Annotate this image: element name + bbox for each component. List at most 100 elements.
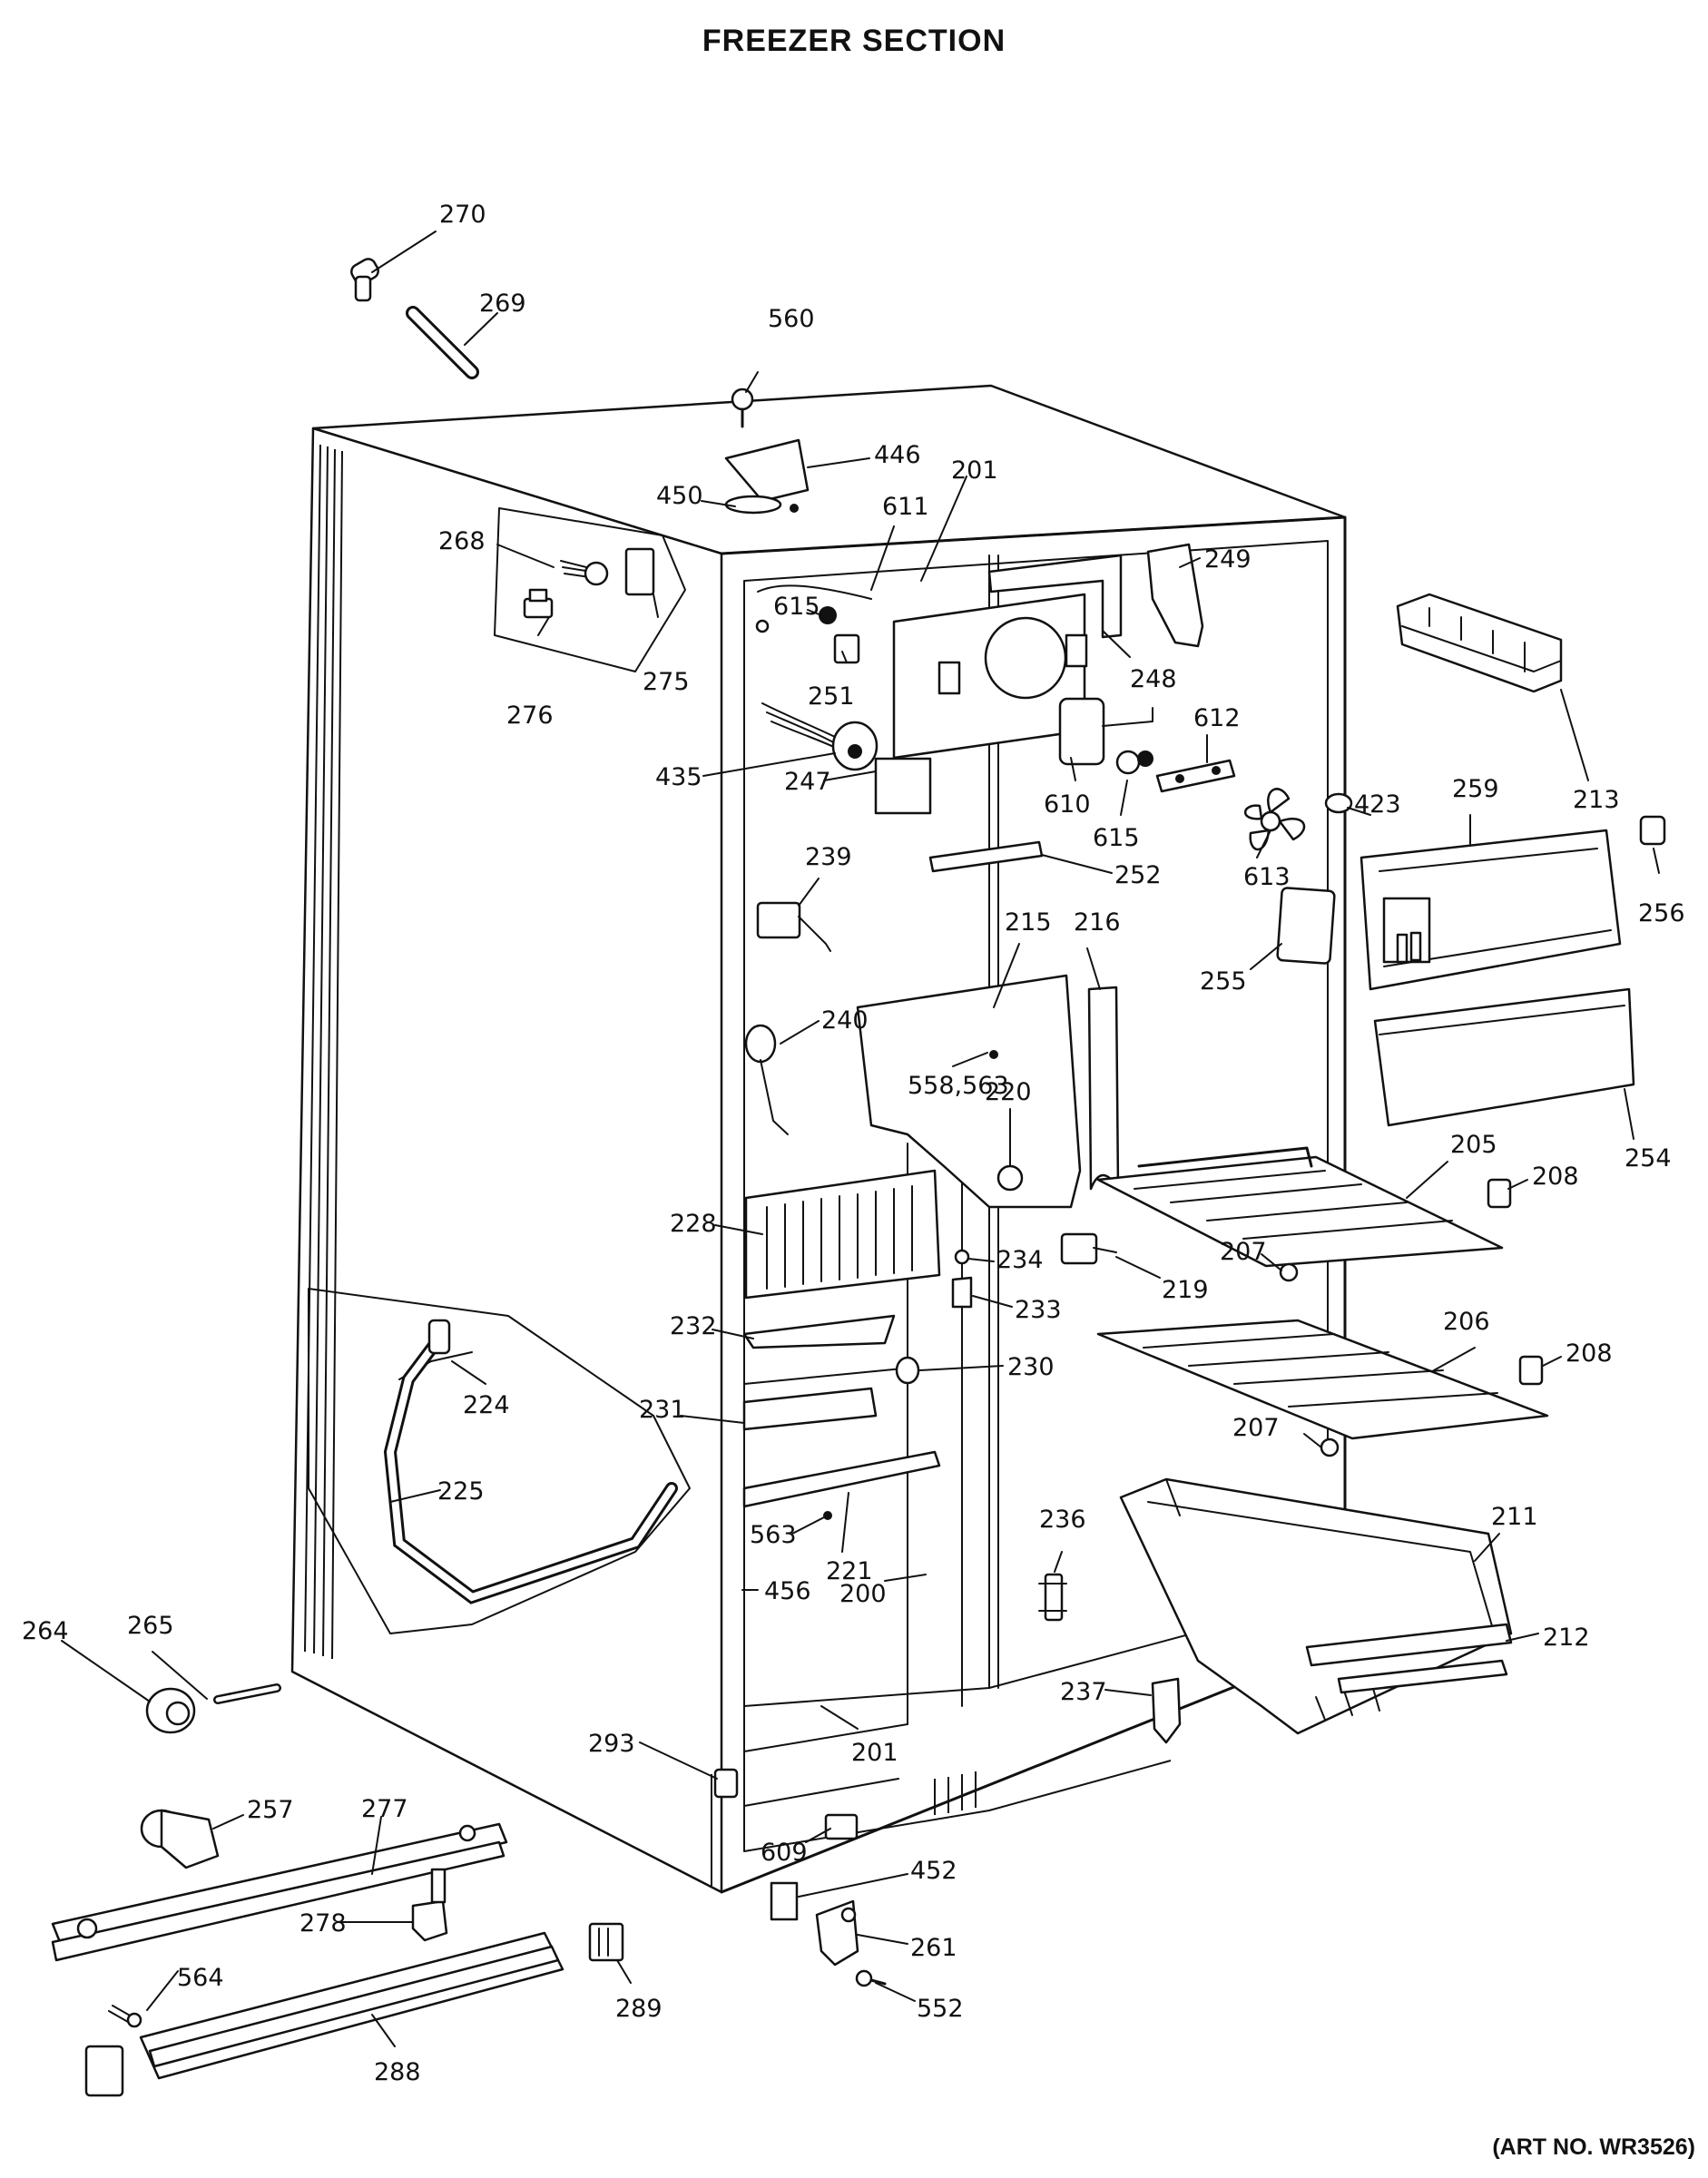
part-label: 231 <box>639 1396 686 1424</box>
part-drawing-233 <box>951 1276 973 1309</box>
part-label: 278 <box>299 1909 347 1938</box>
part-label: 268 <box>438 527 486 555</box>
part-label: 435 <box>655 763 702 791</box>
part-drawing-254 <box>1373 987 1635 1127</box>
part-label: 446 <box>874 441 921 469</box>
part-label: 564 <box>177 1964 224 1992</box>
part-label: 211 <box>1491 1503 1538 1531</box>
part-drawing-610 <box>1058 697 1153 766</box>
part-label: 201 <box>951 456 998 485</box>
part-drawing-261 <box>815 1899 859 1967</box>
part-drawing-208 <box>1487 1178 1544 1386</box>
part-label: 289 <box>615 1995 663 2023</box>
part-drawing-231 <box>742 1387 878 1431</box>
part-drawing-252 <box>928 840 1044 873</box>
part-drawing-264 <box>145 1687 196 1734</box>
part-drawing-212 <box>1305 1623 1513 1694</box>
part-drawing-219 <box>1060 1232 1117 1265</box>
part-drawing-248 <box>987 554 1123 639</box>
part-drawing-452 <box>770 1881 799 1921</box>
part-label: 452 <box>910 1857 957 1885</box>
part-drawing-259 <box>1360 829 1622 991</box>
part-drawing-269 <box>406 306 479 379</box>
part-drawing-288 <box>84 1931 564 2097</box>
part-label: 207 <box>1220 1238 1267 1266</box>
part-drawing-257 <box>140 1809 220 1869</box>
part-drawing-564 <box>108 2005 142 2028</box>
part-drawing-205 <box>1096 1146 1504 1268</box>
part-label: 247 <box>784 768 831 796</box>
part-drawing-265 <box>213 1683 281 1704</box>
part-label: 252 <box>1114 861 1162 889</box>
part-label: 264 <box>22 1617 69 1645</box>
part-label: 220 <box>985 1078 1032 1106</box>
part-label: 207 <box>1232 1414 1280 1442</box>
part-drawing-560 <box>731 388 754 428</box>
part-drawing-446 <box>724 438 810 515</box>
part-label: 232 <box>670 1312 717 1340</box>
part-drawing-249 <box>1146 543 1204 648</box>
part-label: 270 <box>439 201 486 229</box>
part-drawing-237 <box>1151 1677 1182 1744</box>
part-drawing-611 <box>755 584 872 633</box>
part-label: 563 <box>750 1521 797 1549</box>
part-drawing-230 <box>743 1356 920 1385</box>
part-label: 615 <box>773 593 820 621</box>
part-drawing-289 <box>588 1922 624 1962</box>
part-drawing-552 <box>855 1969 887 1987</box>
page-title: FREEZER SECTION <box>702 24 1006 58</box>
part-label: 208 <box>1532 1163 1579 1191</box>
part-drawing-247 <box>874 593 1088 815</box>
part-label: 216 <box>1074 908 1121 937</box>
part-label: 249 <box>1204 545 1252 574</box>
part-label: 612 <box>1193 704 1241 732</box>
part-drawing-293 <box>713 1768 739 1799</box>
part-drawing-255 <box>1276 887 1336 965</box>
part-label: 228 <box>670 1210 717 1238</box>
part-label: 219 <box>1162 1276 1209 1304</box>
part-label: 239 <box>805 843 852 871</box>
part-drawing-239 <box>756 901 831 952</box>
part-number-labels: 270 269 560 446 450 201 611 268 249 615 … <box>22 201 1685 2086</box>
part-drawing-612 <box>1155 759 1236 793</box>
part-drawing-609 <box>824 1813 859 1840</box>
part-drawing-256 <box>1639 815 1666 846</box>
part-label: 234 <box>996 1246 1044 1274</box>
leader-lines <box>61 231 1660 2047</box>
part-drawing-423 <box>1324 792 1353 814</box>
part-label: 275 <box>643 668 690 696</box>
art-number: (ART NO. WR3526) <box>1492 2134 1695 2160</box>
part-label: 265 <box>127 1612 174 1640</box>
part-label: 613 <box>1243 863 1291 891</box>
part-label: 450 <box>656 482 703 510</box>
part-label: 230 <box>1007 1353 1055 1381</box>
part-drawing-228 <box>744 1169 941 1300</box>
part-drawing-232 <box>742 1314 896 1349</box>
part-label: 256 <box>1638 899 1685 927</box>
part-label: 277 <box>361 1795 408 1823</box>
part-label: 225 <box>437 1477 485 1506</box>
part-drawing-200 <box>742 1450 941 1520</box>
part-drawing-276 <box>523 588 554 619</box>
part-label: 293 <box>588 1730 635 1758</box>
part-drawing-251 <box>833 633 860 664</box>
part-label: 233 <box>1015 1296 1062 1324</box>
part-label: 560 <box>768 305 815 333</box>
part-label: 269 <box>479 289 526 318</box>
part-label: 261 <box>910 1934 957 1962</box>
part-drawing-613 <box>1244 788 1306 851</box>
part-drawing-240 <box>744 1024 789 1135</box>
part-label: 257 <box>247 1796 294 1824</box>
part-drawing-206 <box>1096 1319 1549 1440</box>
part-drawing-277 <box>51 1822 508 1962</box>
part-label: 254 <box>1625 1144 1672 1172</box>
part-label: 200 <box>839 1580 887 1608</box>
part-label: 240 <box>821 1006 869 1035</box>
part-label: 609 <box>761 1839 808 1867</box>
part-label: 236 <box>1039 1506 1086 1534</box>
part-drawing-215 <box>856 974 1082 1209</box>
part-label: 558,563 <box>908 1072 1009 1100</box>
part-drawing-615 <box>1115 750 1153 775</box>
part-label: 248 <box>1130 665 1177 693</box>
